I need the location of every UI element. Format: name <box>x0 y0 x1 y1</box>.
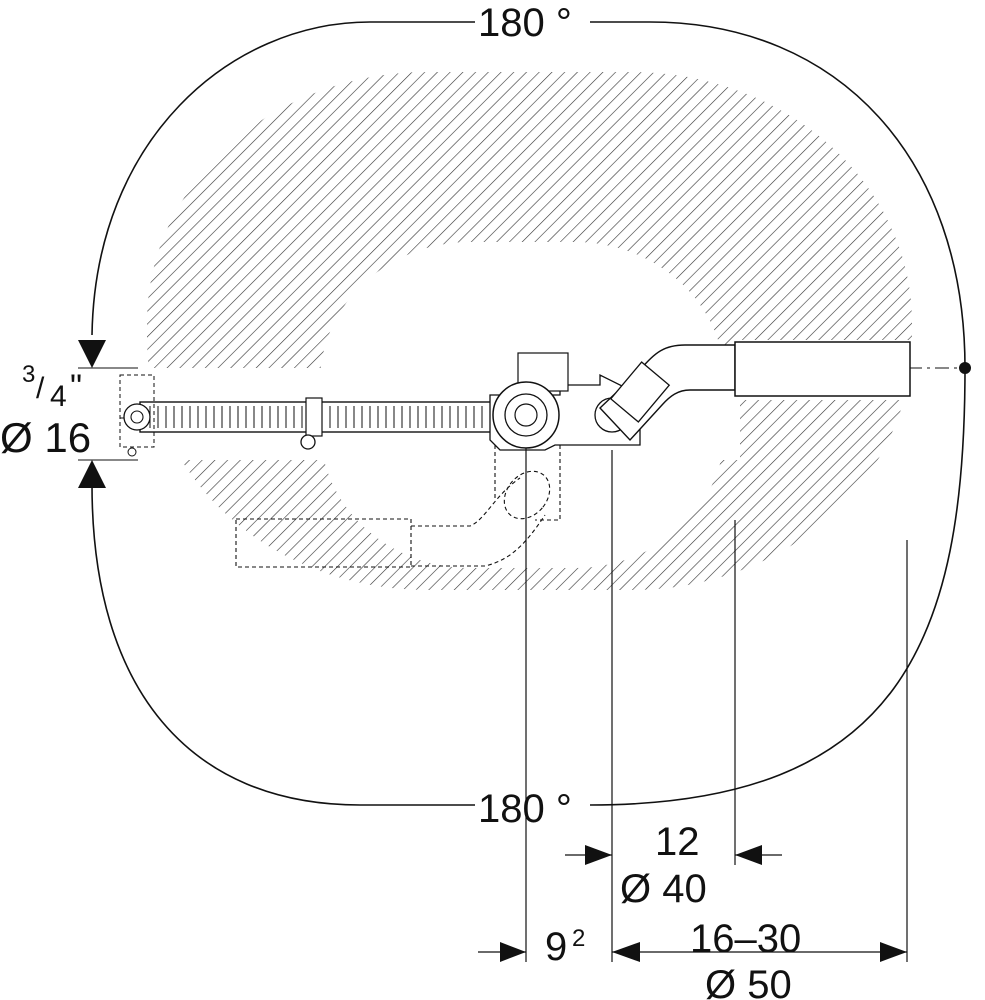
dim-12-arrow-left <box>585 845 612 865</box>
dim-12-arrow-right <box>735 845 762 865</box>
left-fraction-numerator: 3 <box>22 361 35 388</box>
dim-16-30-arrow-right <box>880 942 907 962</box>
dim-50-label: Ø 50 <box>705 963 792 1000</box>
arc-arrow-bottom <box>78 460 106 488</box>
left-connector-dashed <box>119 374 155 448</box>
left-inch-mark: " <box>70 368 82 406</box>
elbow-collar <box>609 361 671 423</box>
hose-ribs <box>149 406 483 428</box>
hose-clip <box>305 397 323 437</box>
dim-12-label: 12 <box>655 820 700 864</box>
rotation-arc-outer-bottom-left <box>91 484 475 806</box>
rotation-arc-outer <box>91 21 475 336</box>
dim-9-superscript: 2 <box>572 925 585 952</box>
dim-9-arrow <box>500 942 526 962</box>
left-fraction-denominator: 4 <box>50 380 67 413</box>
angle-top-label: 180 ° <box>478 1 572 45</box>
left-dimension-label: Ø 16 <box>0 414 91 461</box>
outlet-pipe <box>734 341 911 397</box>
dashed-alternate-position <box>235 445 561 568</box>
left-fraction-slash: / <box>36 372 45 405</box>
left-connector-dot <box>127 447 137 457</box>
dim-9-label: 9 <box>545 925 567 969</box>
dim-16-30-label: 16–30 <box>690 917 801 961</box>
pivot-dot <box>959 362 971 374</box>
hose-clip-ring <box>300 434 316 450</box>
dim-40-label: Ø 40 <box>620 867 707 911</box>
left-connector-inner <box>130 410 144 424</box>
arc-arrow-top <box>78 340 106 368</box>
dim-16-30-arrow-left <box>612 942 640 962</box>
valve-center-circle <box>514 403 538 427</box>
angle-bottom-label: 180 ° <box>478 787 572 831</box>
